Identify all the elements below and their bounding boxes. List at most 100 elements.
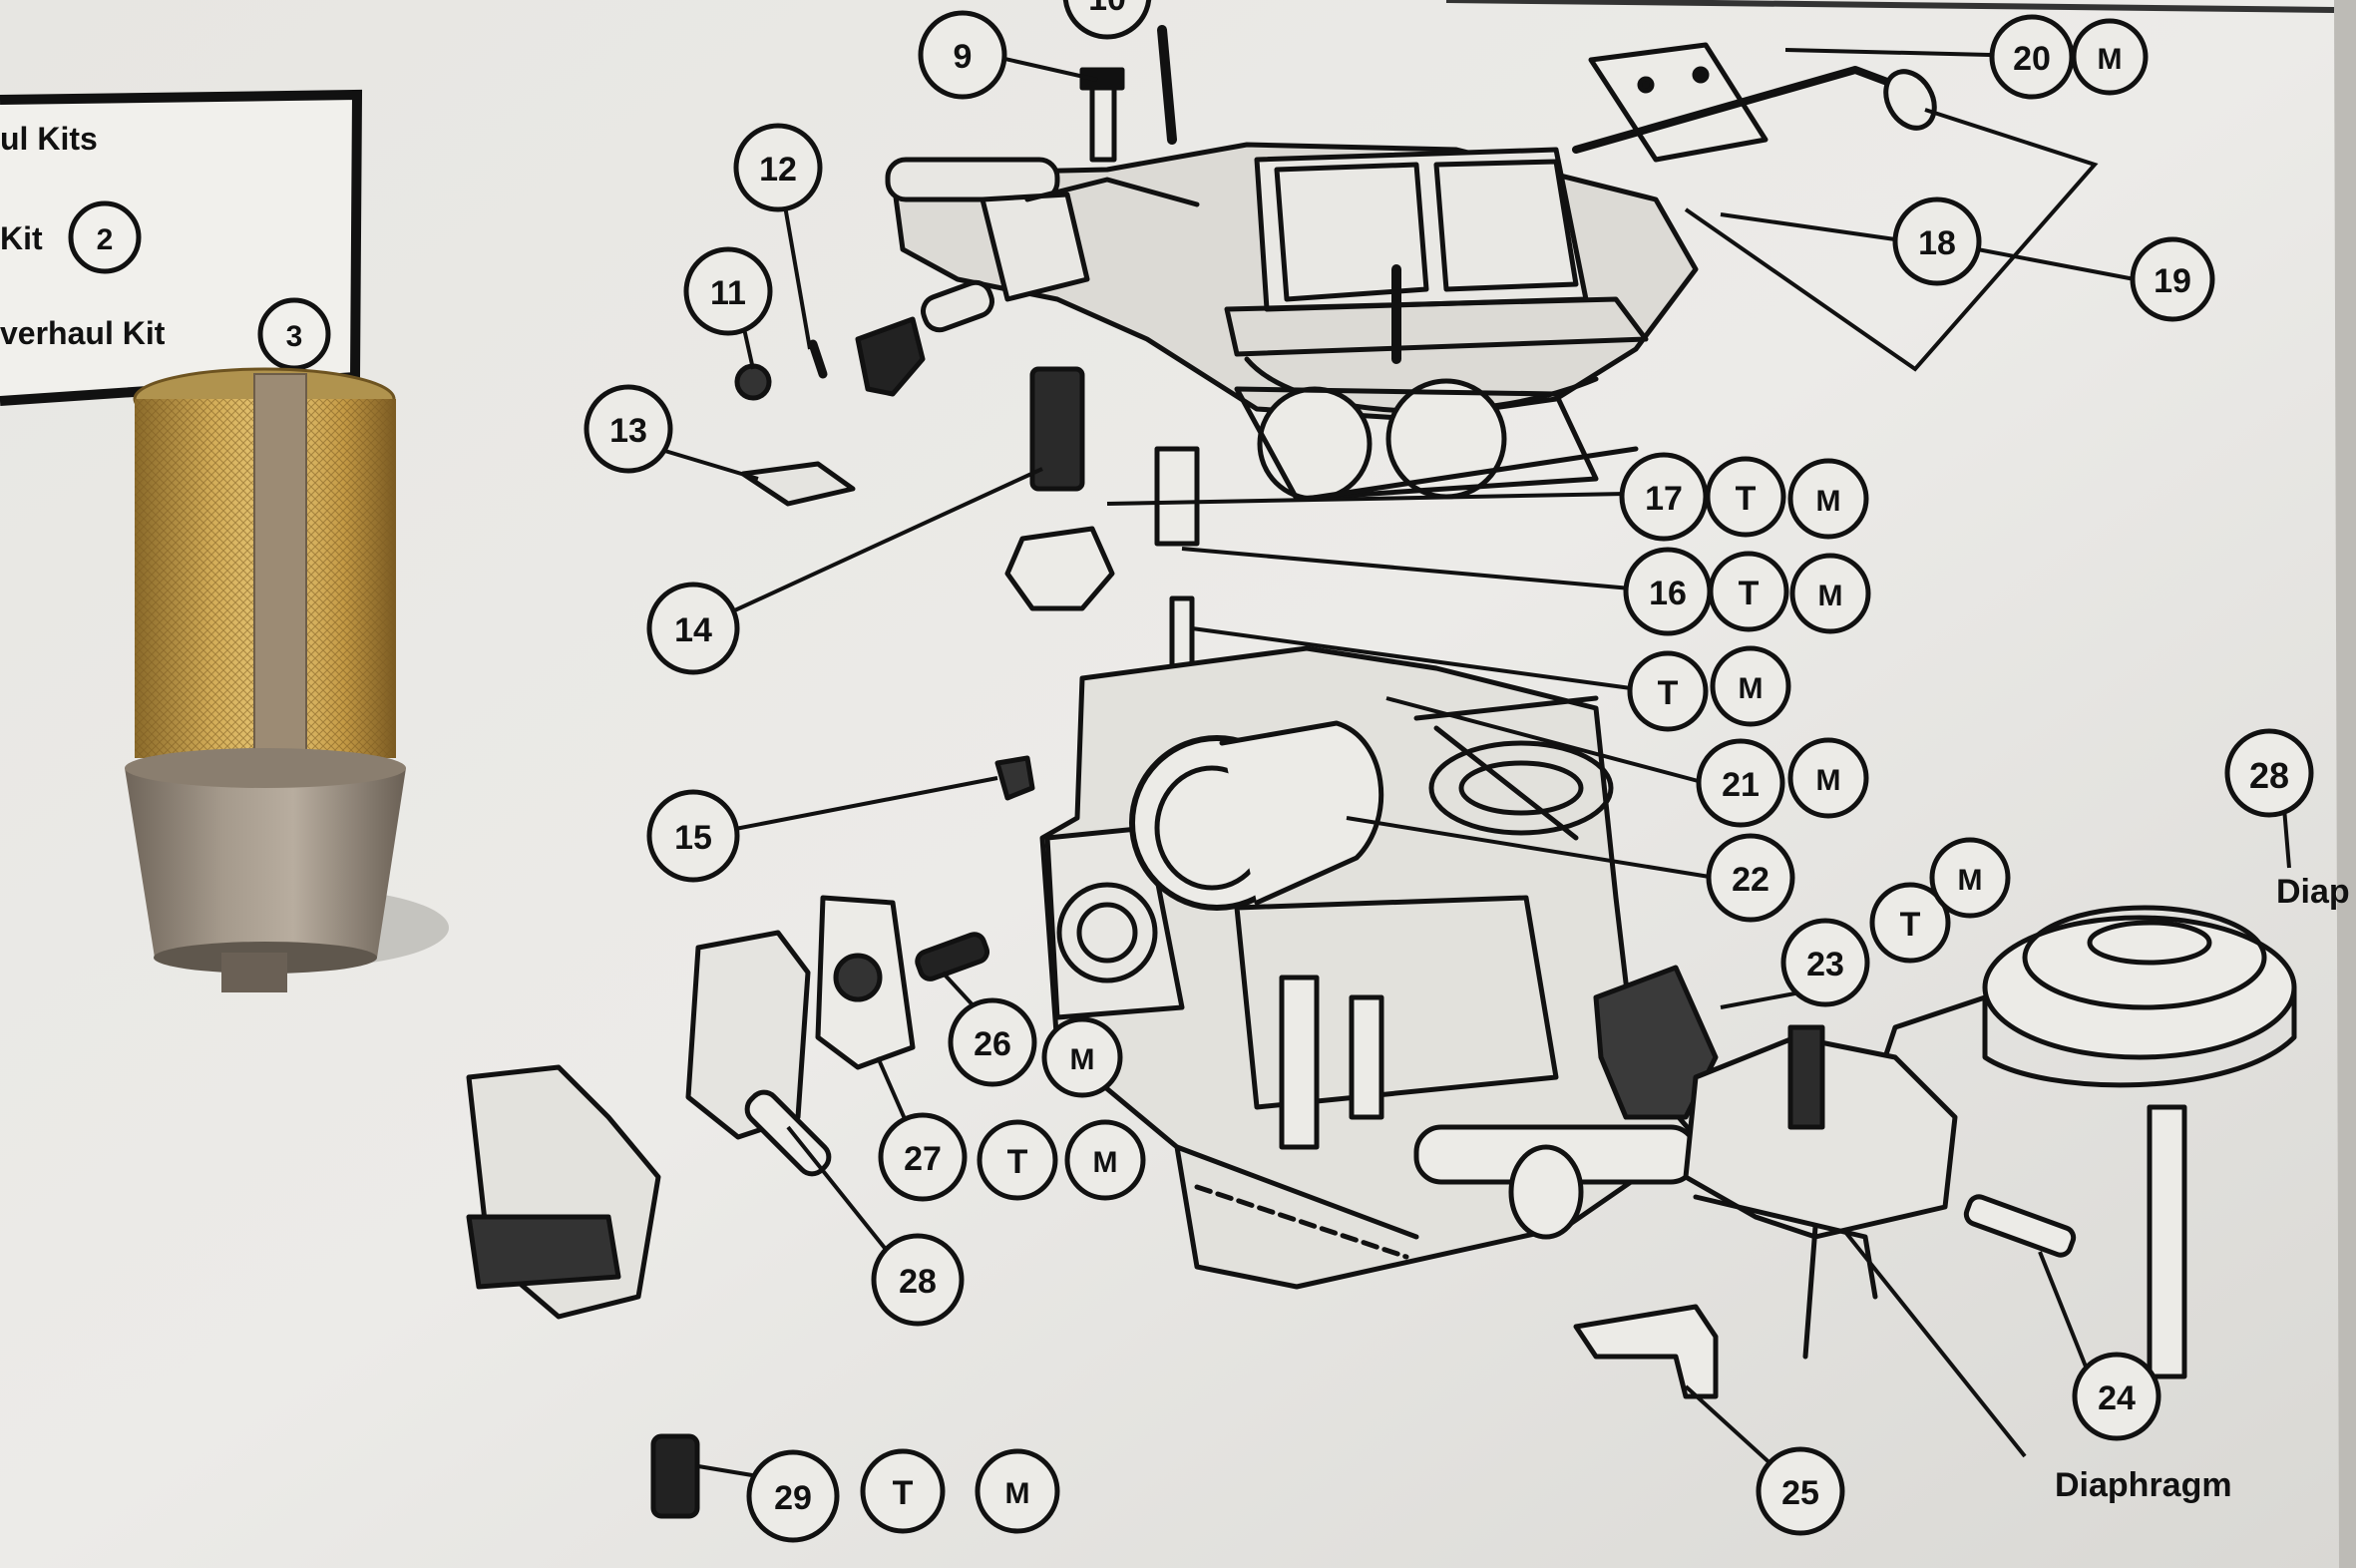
callout-number: 24 bbox=[2098, 1379, 2136, 1417]
callout-circle bbox=[948, 997, 1037, 1087]
paper-edge bbox=[2334, 0, 2356, 1568]
callout-circle bbox=[646, 582, 740, 675]
m-marker: M bbox=[1816, 764, 1841, 797]
callout-circle bbox=[646, 789, 740, 883]
callout-circle bbox=[2224, 728, 2314, 818]
callout-circle bbox=[1696, 738, 1785, 828]
callout-number: 9 bbox=[954, 38, 973, 76]
carburetor-body-part bbox=[1039, 645, 1699, 1290]
part-15 bbox=[994, 755, 1035, 801]
callout-circle bbox=[1706, 833, 1795, 923]
choke-plate-part bbox=[1572, 42, 1937, 163]
t-marker: T bbox=[1007, 1143, 1028, 1181]
m-marker: M bbox=[2098, 43, 2123, 76]
nut-11-part bbox=[734, 363, 772, 401]
legend-badge-text: 2 bbox=[97, 223, 114, 256]
t-marker: T bbox=[1739, 575, 1760, 612]
leader-lines bbox=[657, 48, 2291, 1488]
t-marker: T bbox=[893, 1474, 914, 1512]
t-marker-circle bbox=[1627, 650, 1709, 732]
screw-9-head bbox=[1079, 67, 1125, 91]
callout-number: 16 bbox=[1649, 575, 1687, 612]
legend-item-label: verhaul Kit bbox=[0, 315, 166, 351]
bracket-25-part bbox=[1573, 1304, 1719, 1399]
t-marker: T bbox=[1658, 674, 1679, 712]
legend-badge-text: 3 bbox=[286, 320, 303, 353]
t-marker-circle bbox=[1708, 551, 1789, 632]
callout-number: 29 bbox=[774, 1479, 812, 1517]
callout-number: 26 bbox=[974, 1025, 1011, 1063]
callout-number: 15 bbox=[674, 819, 712, 857]
kit-legend: ul Kits Kit 2 verhaul Kit 3 bbox=[0, 89, 363, 406]
callouts: 10 9 12 11 13 14 15 17 T M 16 T M T bbox=[584, 0, 2350, 1543]
callout-number: 23 bbox=[1806, 946, 1844, 983]
diaphragm-label-cut: Diap bbox=[2276, 873, 2350, 911]
gasket-13-part bbox=[740, 461, 856, 507]
callout-number: 14 bbox=[674, 611, 712, 649]
callout-circle bbox=[1062, 0, 1152, 40]
callout-circle bbox=[918, 10, 1007, 100]
legend-item-label: Kit bbox=[0, 220, 43, 256]
legend-item-label: ul Kits bbox=[0, 121, 98, 157]
m-marker-circle bbox=[1929, 837, 2011, 919]
jet-14-part bbox=[1029, 366, 1085, 492]
callout-number: 27 bbox=[904, 1140, 942, 1178]
legend-badge bbox=[68, 200, 142, 274]
t-marker-circle bbox=[1705, 456, 1786, 538]
callout-circle bbox=[733, 123, 823, 212]
top-cover-part bbox=[890, 142, 1699, 502]
choke-shaft-part bbox=[885, 157, 1200, 333]
m-marker: M bbox=[1093, 1146, 1118, 1179]
cam-part bbox=[855, 316, 926, 397]
m-marker: M bbox=[1818, 580, 1843, 612]
throttle-linkage-part bbox=[1683, 1024, 2077, 1360]
callout-number: 19 bbox=[2154, 262, 2191, 300]
callout-number: 11 bbox=[710, 274, 746, 312]
m-marker-circle bbox=[1064, 1119, 1146, 1201]
m-marker-circle bbox=[1789, 553, 1871, 634]
m-marker: M bbox=[1739, 672, 1764, 705]
callout-circle bbox=[2130, 236, 2215, 322]
m-marker-circle bbox=[1787, 458, 1869, 540]
callout-number: 12 bbox=[759, 151, 797, 189]
part-29 bbox=[650, 1433, 700, 1519]
needle-valve-16-part bbox=[1154, 446, 1200, 547]
pump-assembly-part bbox=[466, 895, 990, 1320]
callout-number: 21 bbox=[1722, 766, 1760, 804]
callout-number: 18 bbox=[1918, 224, 1956, 262]
m-marker-circle bbox=[1041, 1016, 1123, 1098]
paper-top-border bbox=[1445, 0, 2335, 13]
callout-number: 17 bbox=[1645, 480, 1683, 518]
plug-part bbox=[1004, 526, 1115, 611]
stud-10-part bbox=[1157, 25, 1177, 145]
callout-circle bbox=[683, 246, 773, 336]
m-marker: M bbox=[1816, 485, 1841, 518]
callout-circle bbox=[878, 1112, 968, 1202]
t-marker-circle bbox=[977, 1119, 1058, 1201]
m-marker: M bbox=[1958, 864, 1983, 897]
brass-fuel-filter-photo bbox=[125, 367, 449, 992]
callout-circle bbox=[1780, 918, 1870, 1007]
m-marker: M bbox=[1005, 1477, 1030, 1510]
t-marker: T bbox=[1900, 906, 1921, 944]
vacuum-diaphragm-part bbox=[1772, 905, 2297, 1379]
diaphragm-label: Diaphragm bbox=[2055, 1466, 2232, 1504]
callout-number: 25 bbox=[1781, 1474, 1819, 1512]
callout-number: 22 bbox=[1732, 861, 1769, 899]
t-marker-circle bbox=[860, 1448, 946, 1534]
callout-circle bbox=[1892, 196, 1982, 286]
m-marker-circle bbox=[1787, 737, 1869, 819]
m-marker-circle bbox=[975, 1448, 1060, 1534]
m-marker: M bbox=[1070, 1043, 1095, 1076]
callout-circle bbox=[871, 1233, 965, 1327]
callout-circle bbox=[2072, 1352, 2161, 1441]
callout-number: 28 bbox=[899, 1263, 937, 1301]
callout-circle bbox=[746, 1449, 840, 1543]
callout-number: 20 bbox=[2013, 40, 2051, 78]
m-marker-circle bbox=[2071, 18, 2149, 96]
callout-number: 10 bbox=[1088, 0, 1126, 18]
callout-circle bbox=[1756, 1446, 1845, 1536]
callout-number: 28 bbox=[2249, 755, 2289, 796]
